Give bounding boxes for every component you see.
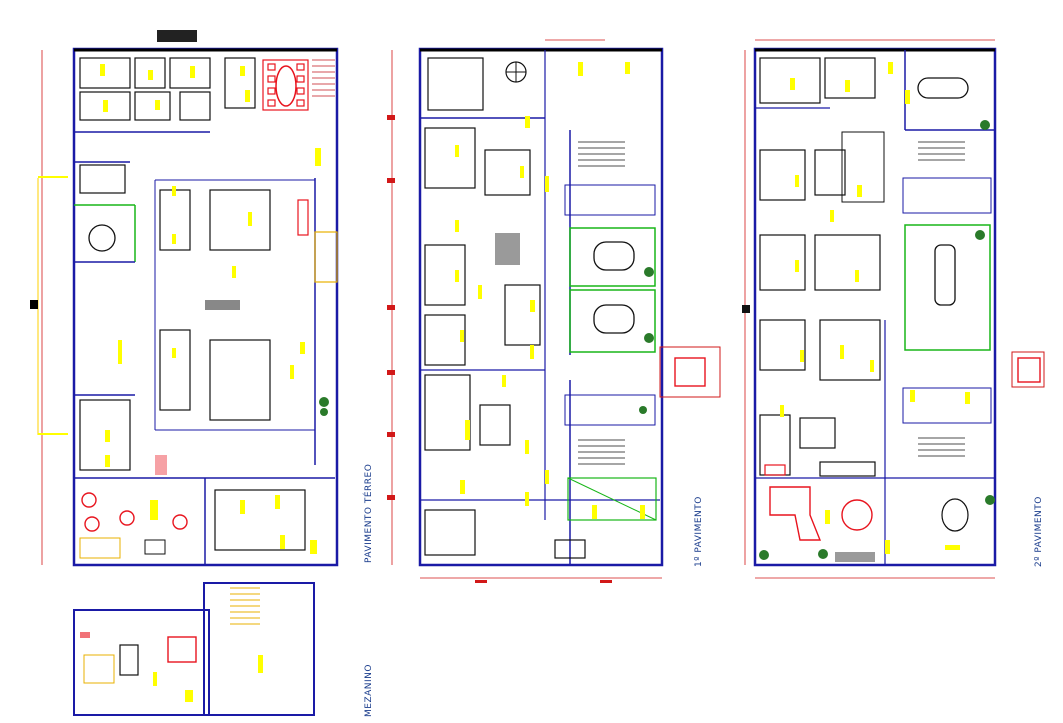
label-1-pavimento: 1º PAVIMENTO: [694, 496, 704, 567]
label-mezanino: MEZANINO: [364, 664, 374, 717]
label-pavimento-terreo: PAVIMENTO TÉRREO: [362, 464, 374, 563]
plan-p1: [387, 39, 721, 583]
plan-mezanino: [73, 582, 315, 716]
plan-terreo: [30, 30, 339, 567]
label-2-pavimento: 2º PAVIMENTO: [1034, 496, 1044, 567]
plan-p2: [742, 39, 1045, 579]
